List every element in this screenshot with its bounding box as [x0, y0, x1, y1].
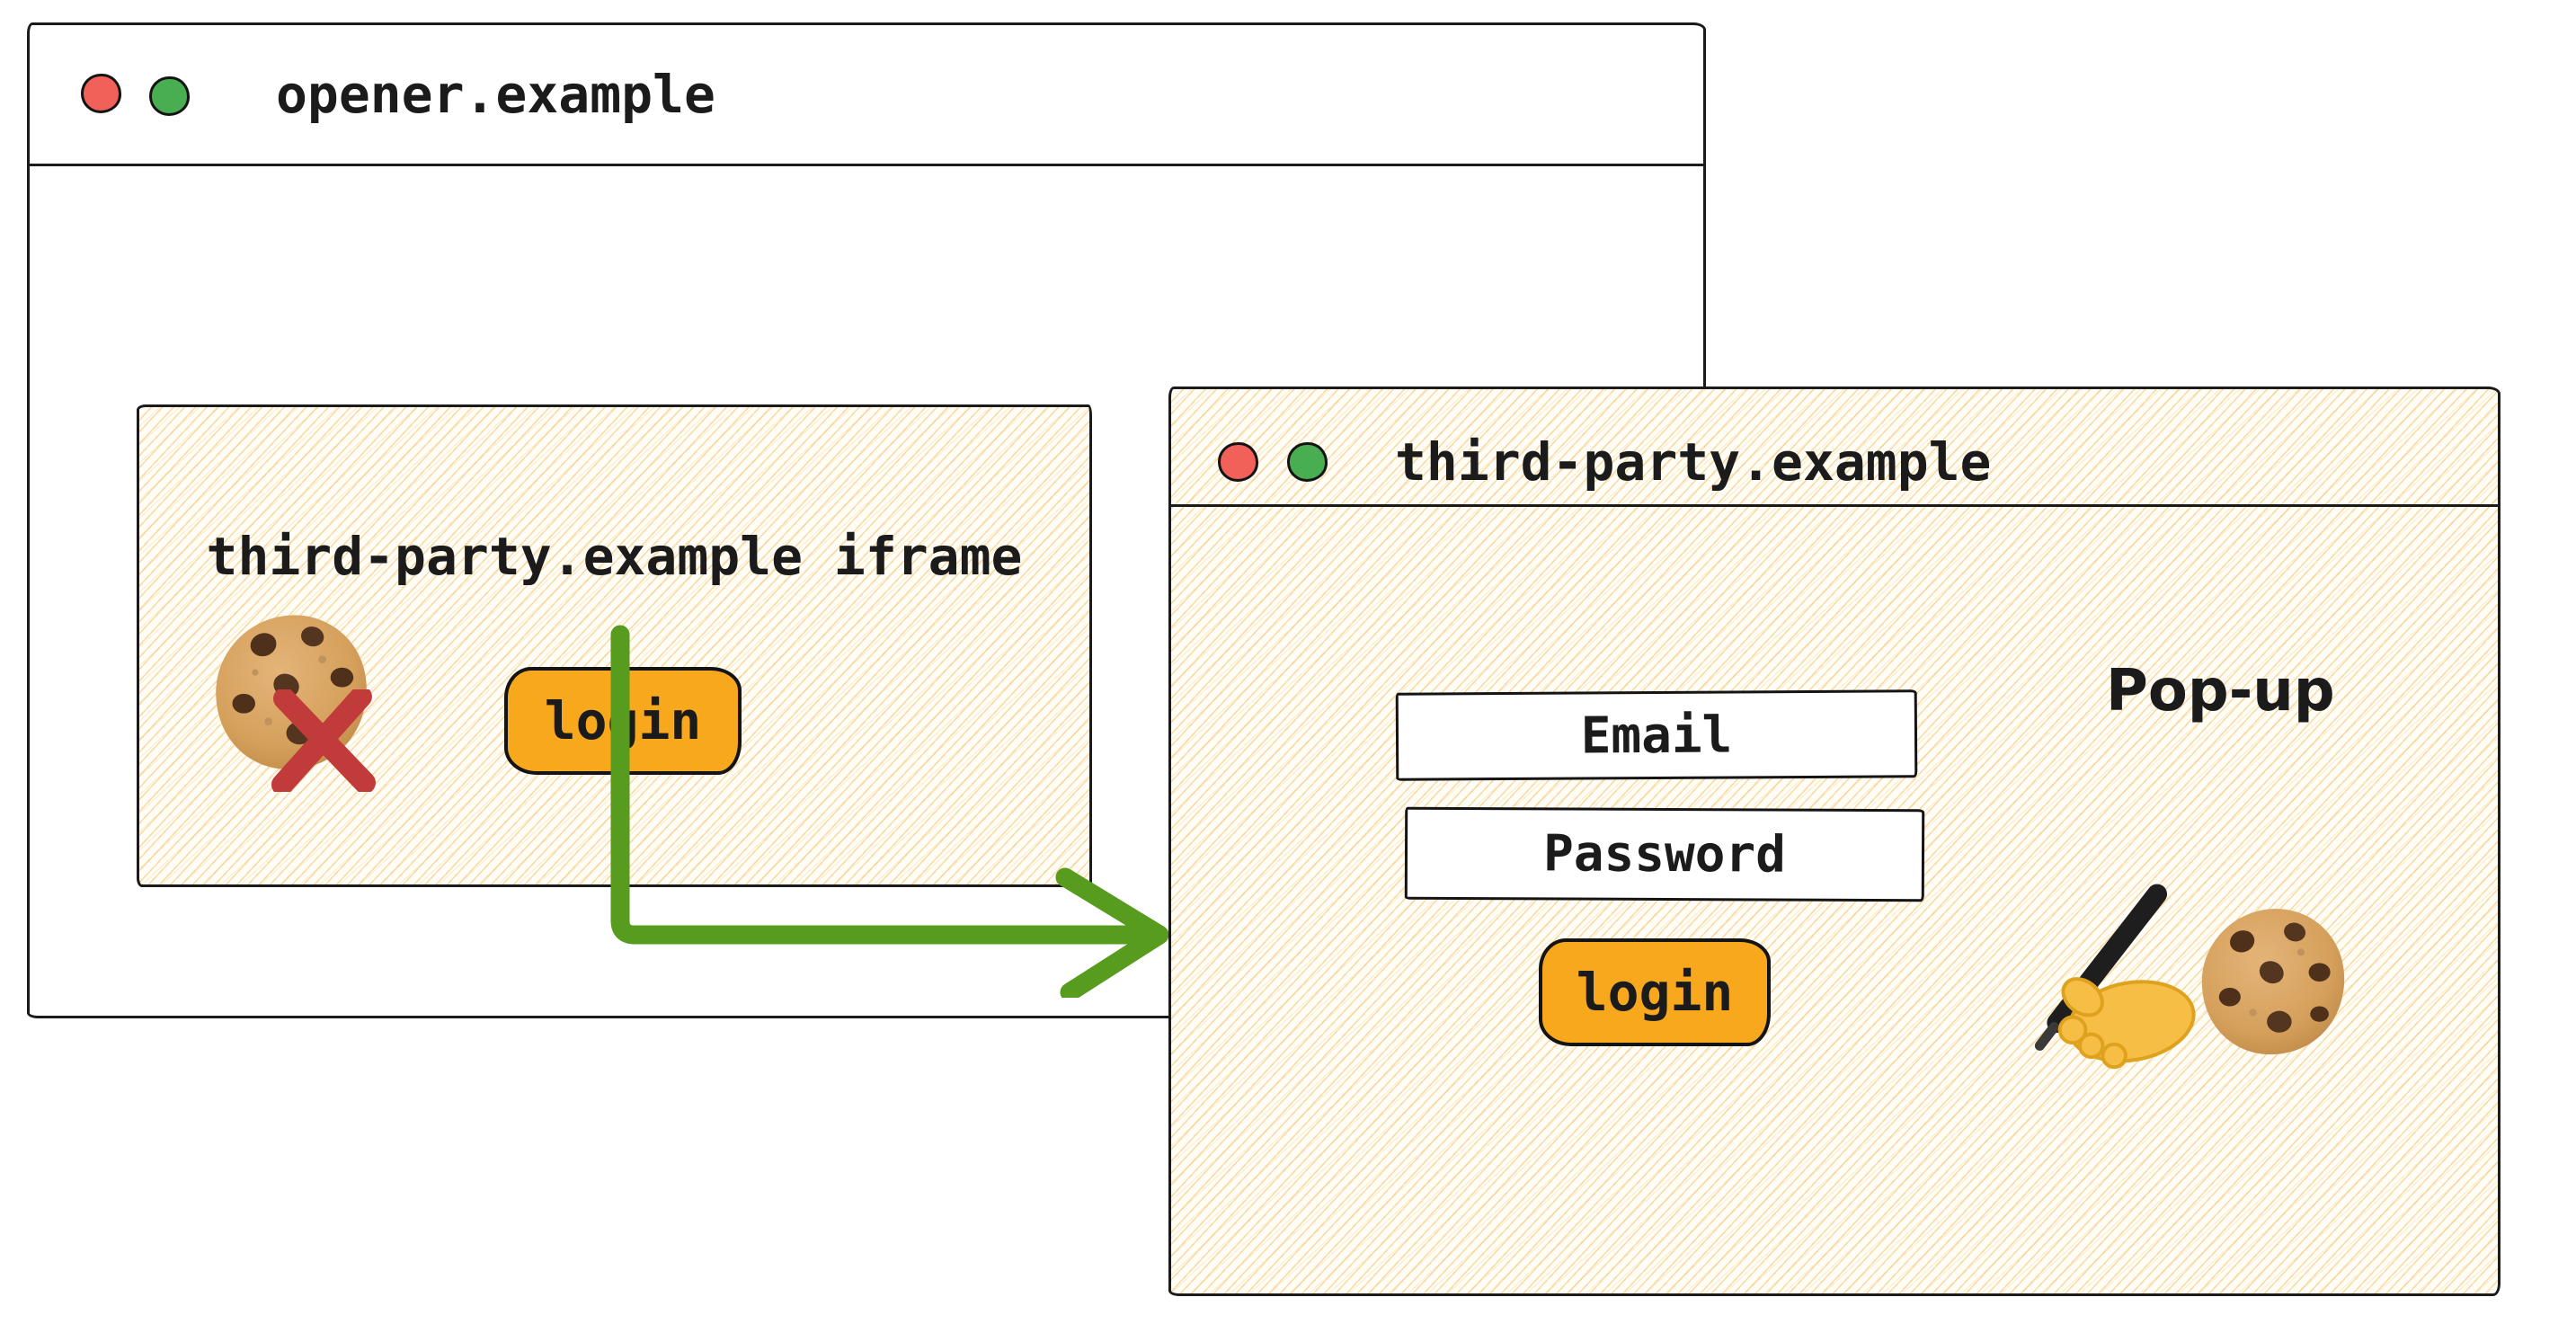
popup-window: third-party.example Email Password login…	[1168, 387, 2500, 1296]
window-control-green-icon[interactable]	[1287, 442, 1328, 482]
window-control-red-icon[interactable]	[1218, 442, 1258, 482]
email-field[interactable]: Email	[1395, 689, 1918, 781]
writing-hand-icon	[2034, 884, 2196, 1070]
window-control-red-icon[interactable]	[81, 74, 121, 113]
popup-label: Pop-up	[2106, 658, 2335, 724]
red-cross-icon	[271, 689, 376, 792]
opener-titlebar: opener.example	[30, 25, 1703, 166]
opener-window-title: opener.example	[276, 64, 715, 125]
popup-titlebar: third-party.example	[1171, 389, 2498, 507]
popup-login-button[interactable]: login	[1539, 938, 1771, 1046]
blocked-cookie	[202, 598, 391, 795]
popup-window-body: Email Password login Pop-up	[1171, 507, 2498, 1291]
password-field[interactable]: Password	[1404, 806, 1925, 902]
popup-window-title: third-party.example	[1395, 431, 1992, 493]
window-control-green-icon[interactable]	[149, 76, 190, 116]
flow-arrow-icon	[610, 625, 1169, 998]
iframe-label: third-party.example iframe	[206, 526, 1023, 587]
cookie-icon	[2201, 909, 2345, 1055]
